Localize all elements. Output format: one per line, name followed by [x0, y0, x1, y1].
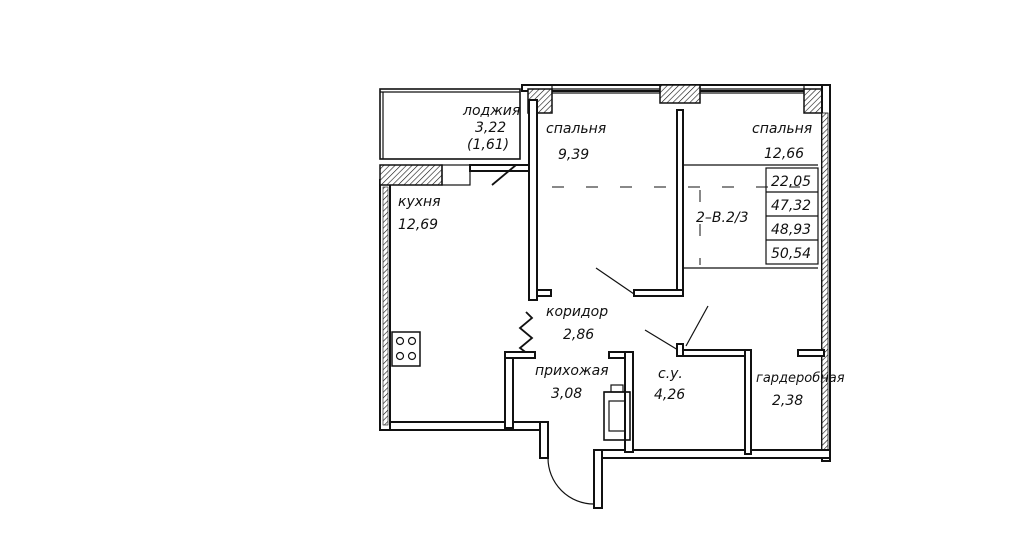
- bedroom2-area: 12,66: [764, 146, 804, 162]
- loggia-area: 3,22: [475, 120, 506, 136]
- hallway-name: прихожая: [535, 363, 609, 379]
- bathroom-area: 4,26: [654, 387, 685, 403]
- summary-value-1: 22,05: [771, 174, 811, 190]
- bathroom-name: с.у.: [658, 366, 683, 382]
- bedroom2-name: спальня: [752, 121, 812, 137]
- kitchen-area: 12,69: [398, 217, 438, 233]
- summary-value-3: 48,93: [771, 222, 811, 238]
- wall-bedroom-divider: [676, 109, 684, 297]
- wall-hallway-left: [504, 351, 514, 429]
- door-entrance: [547, 457, 595, 505]
- wall-wardrobe-top: [797, 349, 825, 357]
- door-bedroom2: [685, 305, 709, 347]
- bedroom1-name: спальня: [546, 121, 606, 137]
- loggia-name: лоджия: [462, 103, 520, 119]
- wall-bathroom-right: [744, 349, 752, 455]
- loggia-outline: [379, 88, 521, 160]
- corridor-area: 2,86: [563, 327, 594, 343]
- stove: [391, 331, 421, 367]
- corridor-radiator: [518, 311, 534, 355]
- loggia-area-half: (1,61): [467, 137, 509, 153]
- door-loggia: [491, 164, 517, 186]
- wall-column-top-mid: [659, 84, 701, 104]
- wall-entrance: [539, 421, 549, 459]
- apartment-code: 2–В.2/3: [696, 210, 749, 226]
- wardrobe-name: гардеробная: [756, 371, 845, 386]
- wall-kitchen-top-right: [469, 164, 531, 172]
- summary-value-2: 47,32: [771, 198, 811, 214]
- hallway-area: 3,08: [551, 386, 582, 402]
- wall-bedroom1-left: [528, 99, 538, 301]
- wall-kitchen-top: [379, 164, 443, 186]
- kitchen-name: кухня: [398, 194, 441, 210]
- summary-value-4: 50,54: [771, 246, 811, 262]
- wall-bedroom1-bottom: [536, 289, 552, 297]
- wall-bathroom-top: [680, 349, 752, 357]
- door-bedroom1: [595, 267, 635, 295]
- bedroom1-area: 9,39: [558, 147, 589, 163]
- wardrobe-area: 2,38: [772, 393, 803, 409]
- wall-bottom-left: [384, 421, 546, 431]
- corridor-name: коридор: [546, 304, 608, 320]
